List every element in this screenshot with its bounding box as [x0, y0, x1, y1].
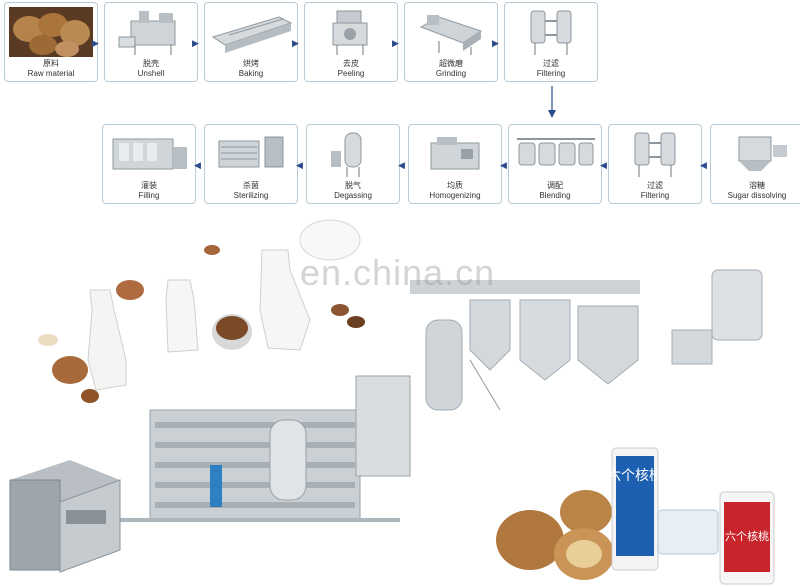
step-label-zh: 杀菌: [243, 181, 259, 190]
step-baking: 烘烤 Baking: [204, 2, 298, 82]
flow-arrow-left-icon: ◀: [500, 160, 507, 170]
step-label-zh: 脱气: [345, 181, 361, 190]
flow-arrow-left-icon: ◀: [700, 160, 707, 170]
step-peeling: 去皮 Peeling: [304, 2, 398, 82]
walnuts-and-cans: [496, 447, 775, 585]
filter-icon: [634, 132, 676, 177]
step-filling: 灌装 Filling: [102, 124, 196, 204]
peeling-machine-icon: [332, 10, 368, 55]
watermark: en.china.cn: [300, 252, 496, 293]
flow-arrow-left-icon: ◀: [194, 160, 201, 170]
step-label-zh: 过滤: [543, 59, 559, 68]
step-label-zh: 溶糖: [749, 181, 765, 190]
step-blending: 调配 Blending: [508, 124, 602, 204]
milk-bottles: [87, 219, 361, 391]
step-label-en: Unshell: [137, 69, 165, 78]
step-label-en: Peeling: [337, 69, 365, 78]
can-label-blue: 六个核桃: [607, 468, 663, 484]
walnuts-icon: [9, 7, 93, 57]
step-label-en: Filtering: [536, 69, 566, 78]
blending-tanks: [410, 269, 763, 411]
sterilizer-icon: [218, 136, 284, 168]
step-unshell: 脱壳 Unshell: [104, 2, 198, 82]
production-line-illustration: 六个核桃 六个核桃: [9, 219, 775, 585]
step-label-en: Grinding: [435, 69, 467, 78]
homogenizer-icon: [430, 137, 480, 170]
step-label-en: Filtering: [640, 191, 670, 200]
step-label-en: Baking: [238, 69, 264, 78]
flow-arrow-right-icon: ▶: [92, 38, 99, 48]
step-label-en: Blending: [539, 191, 571, 200]
step-label-zh: 去皮: [343, 59, 359, 68]
step-raw-material: 原料 Raw material: [4, 2, 98, 82]
step-grinding: 超微磨 Grinding: [404, 2, 498, 82]
flow-arrow-right-icon: ▶: [192, 38, 199, 48]
flow-arrow-left-icon: ◀: [600, 160, 607, 170]
filter-icon: [530, 10, 572, 55]
flow-arrow-right-icon: ▶: [292, 38, 299, 48]
filling-machine-icon: [112, 138, 187, 170]
grinder-icon: [419, 15, 483, 55]
nuts-cluster: [38, 245, 365, 403]
step-degassing: 脱气 Degassing: [306, 124, 400, 204]
step-label-zh: 脱壳: [143, 59, 159, 68]
flow-arrow-down-icon: [548, 86, 556, 118]
step-filtering-2: 过滤 Filtering: [608, 124, 702, 204]
step-label-en: Filling: [138, 191, 160, 200]
can-label-red: 六个核桃: [725, 529, 769, 543]
flow-arrow-left-icon: ◀: [296, 160, 303, 170]
degasser-icon: [331, 132, 362, 177]
step-label-en: Raw material: [27, 69, 75, 78]
flow-arrow-right-icon: ▶: [392, 38, 399, 48]
step-label-zh: 过滤: [647, 181, 663, 190]
unshelling-machine-icon: [118, 11, 176, 55]
blending-tanks-icon: [517, 138, 595, 166]
step-label-zh: 调配: [547, 181, 563, 190]
step-homogenizing: 均质 Homogenizing: [408, 124, 502, 204]
step-label-zh: 均质: [447, 181, 463, 190]
sugar-tank-icon: [738, 136, 787, 171]
sterilizer-unit: [110, 375, 411, 522]
step-label-zh: 超微磨: [439, 59, 463, 68]
step-filtering-1: 过滤 Filtering: [504, 2, 598, 82]
step-label-en: Sugar dissolving: [727, 191, 787, 200]
step-label-zh: 烘烤: [243, 59, 259, 68]
baking-oven-icon: [211, 16, 293, 53]
step-label-zh: 灌装: [141, 181, 157, 190]
step-sugar-dissolving: 溶糖 Sugar dissolving: [710, 124, 800, 204]
step-sterilizing: 杀菌 Sterilizing: [204, 124, 298, 204]
step-label-en: Sterilizing: [233, 191, 269, 200]
step-label-zh: 原料: [43, 59, 59, 68]
homogenizer: [9, 460, 121, 573]
step-label-en: Homogenizing: [429, 191, 481, 200]
step-label-en: Degassing: [334, 191, 372, 200]
flow-arrow-right-icon: ▶: [492, 38, 499, 48]
flow-arrow-left-icon: ◀: [398, 160, 405, 170]
